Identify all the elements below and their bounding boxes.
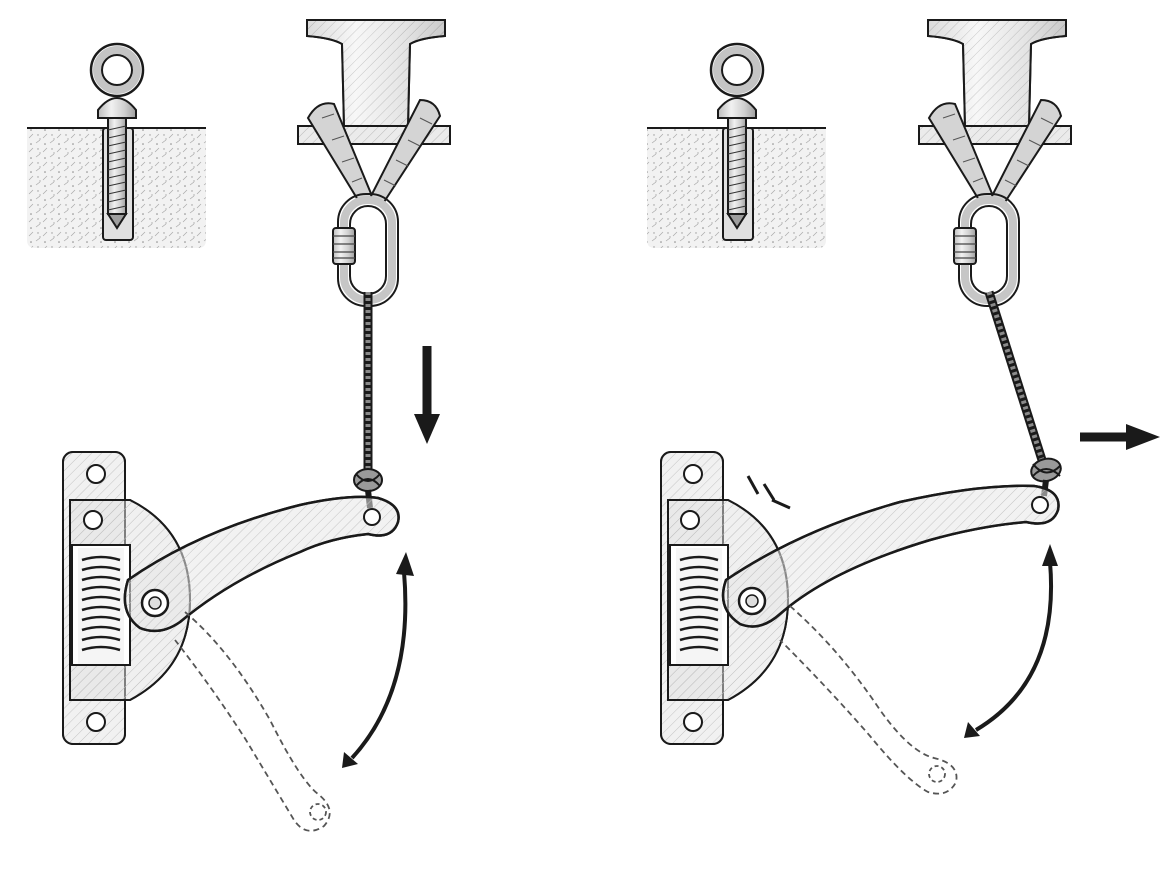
eye-bolt-icon xyxy=(709,42,765,241)
spring-icon xyxy=(78,548,124,664)
straight-right-arrow xyxy=(1080,424,1160,450)
straight-down-arrow xyxy=(414,346,440,444)
left-panel xyxy=(27,19,451,832)
right-panel xyxy=(647,19,1160,795)
lever-arm-icon xyxy=(721,484,1060,628)
cable-icon xyxy=(984,290,1047,462)
eye-bolt-icon xyxy=(89,42,145,241)
curved-swing-arrow xyxy=(964,544,1058,738)
carabiner-icon xyxy=(953,193,1020,307)
lever-arm-ghost xyxy=(174,611,331,832)
curved-swing-arrow xyxy=(342,552,414,768)
spring-icon xyxy=(676,548,722,664)
lever-arm-icon xyxy=(123,495,400,633)
carabiner-icon xyxy=(332,193,399,307)
impact-lines xyxy=(746,475,791,510)
lever-arm-ghost xyxy=(779,605,958,795)
